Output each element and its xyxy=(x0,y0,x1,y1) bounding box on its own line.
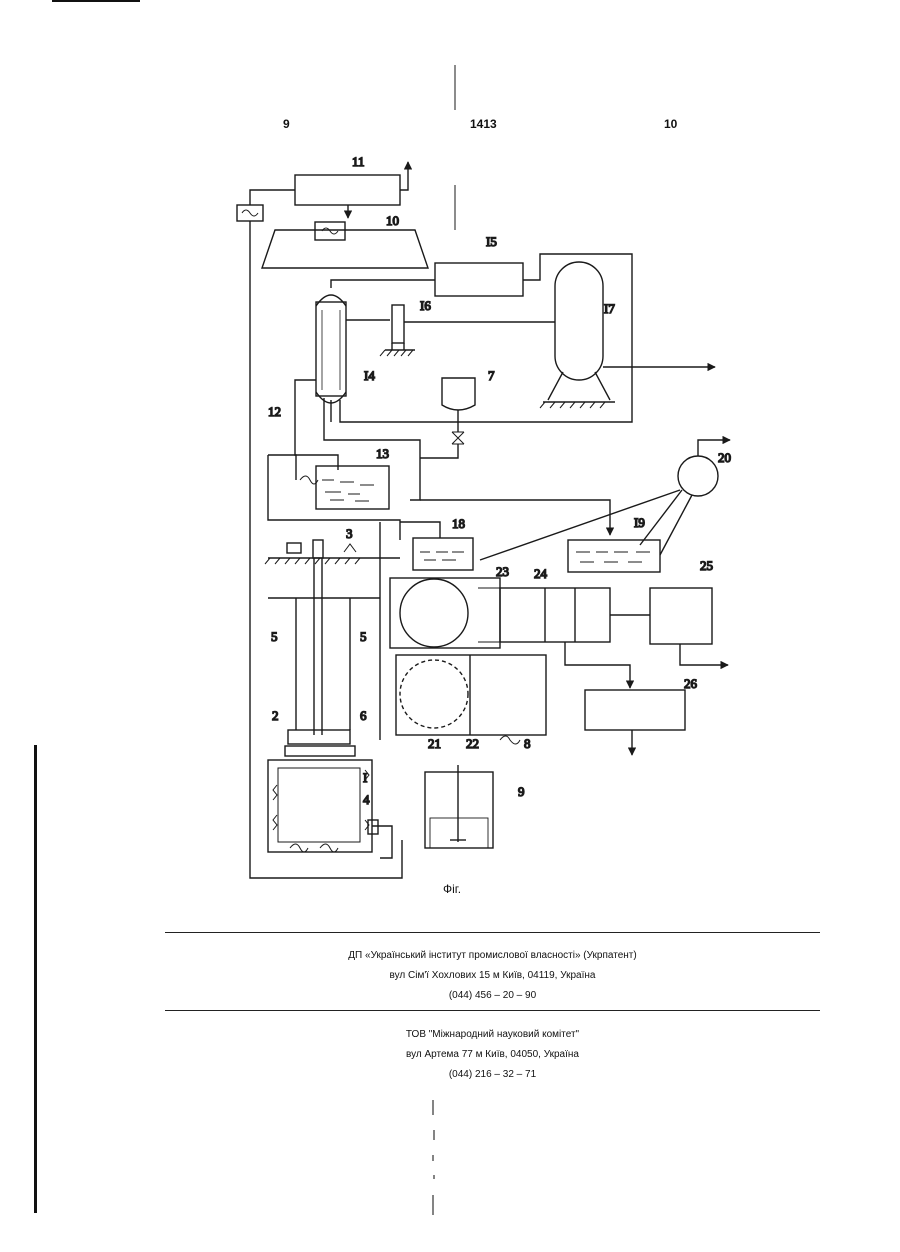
coil-13 xyxy=(300,476,318,484)
line-11-left xyxy=(250,190,295,205)
motor xyxy=(287,543,301,553)
outlet-25 xyxy=(680,644,728,665)
publisher-address: вул Сім'ї Хохлових 15 м Київ, 04119, Укр… xyxy=(165,966,820,986)
line-14-15 xyxy=(331,280,435,288)
unit-20 xyxy=(678,456,718,496)
scan-dots xyxy=(425,1095,445,1225)
divider-middle xyxy=(165,1010,820,1011)
label-7: 7 xyxy=(488,368,495,383)
label-I: I xyxy=(363,770,367,785)
unit-18 xyxy=(413,538,473,570)
unit-14 xyxy=(316,302,346,396)
label-3: 3 xyxy=(346,526,353,541)
unit-3 xyxy=(313,540,323,558)
unit-7 xyxy=(442,378,475,410)
label-22: 22 xyxy=(466,736,479,751)
label-23: 23 xyxy=(496,564,509,579)
label-25: 25 xyxy=(700,558,713,573)
valve-4 xyxy=(372,826,392,858)
unit-8 xyxy=(500,736,520,744)
printer-address: вул Артема 77 м Київ, 04050, Україна xyxy=(165,1045,820,1065)
unit-11 xyxy=(295,175,400,205)
label-12: 12 xyxy=(268,404,281,419)
label-6: 6 xyxy=(360,708,367,723)
publisher-phone: (044) 456 – 20 – 90 xyxy=(165,986,820,1006)
printer-block: ТОВ "Міжнародний науковий комітет" вул А… xyxy=(165,1025,820,1085)
label-2: 2 xyxy=(272,708,279,723)
printer-phone: (044) 216 – 32 – 71 xyxy=(165,1065,820,1085)
unit-17 xyxy=(555,262,603,380)
label-5b: 5 xyxy=(360,629,367,644)
label-4: 4 xyxy=(363,792,370,807)
label-8: 8 xyxy=(524,736,531,751)
unit-2 xyxy=(288,730,350,744)
drum-21 xyxy=(400,660,468,728)
unit-16 xyxy=(392,305,404,343)
line-15-17 xyxy=(340,254,632,422)
divider-top xyxy=(165,932,820,933)
label-14: I4 xyxy=(364,368,375,383)
drum-23 xyxy=(400,579,468,647)
label-20: 20 xyxy=(718,450,731,465)
unit-19 xyxy=(568,540,660,572)
label-15: I5 xyxy=(486,234,497,249)
unit-21 xyxy=(396,655,546,735)
label-26: 26 xyxy=(684,676,698,691)
label-9: 9 xyxy=(518,784,525,799)
unit-4 xyxy=(268,760,372,852)
label-21: 21 xyxy=(428,736,441,751)
unit-24 xyxy=(500,588,610,642)
label-13: 13 xyxy=(376,446,389,461)
process-diagram: 11 10 I5 I6 I7 I4 12 7 13 20 18 I9 3 23 … xyxy=(0,0,900,900)
label-11: 11 xyxy=(352,154,365,169)
unit-6 xyxy=(285,746,355,756)
label-10: 10 xyxy=(386,213,399,228)
unit-25 xyxy=(650,588,712,644)
unit-15 xyxy=(435,263,523,296)
fan-symbol xyxy=(322,228,338,234)
valve xyxy=(452,432,464,444)
flow-meter-symbol xyxy=(242,210,258,216)
outlet-11 xyxy=(400,162,408,190)
unit-9 xyxy=(425,772,493,848)
line-13-left xyxy=(268,455,296,480)
unit-26 xyxy=(585,690,685,730)
label-18: 18 xyxy=(452,516,465,531)
label-19: I9 xyxy=(634,515,645,530)
printer-name: ТОВ "Міжнародний науковий комітет" xyxy=(165,1025,820,1045)
publisher-name: ДП «Український інститут промислової вла… xyxy=(165,946,820,966)
unit-13 xyxy=(316,466,389,509)
publisher-block: ДП «Український інститут промислової вла… xyxy=(165,946,820,1006)
label-17: I7 xyxy=(604,301,615,316)
label-16: I6 xyxy=(420,298,431,313)
label-5a: 5 xyxy=(271,629,278,644)
unit-17-legs xyxy=(548,372,610,400)
figure-caption: Фіг. xyxy=(443,882,461,896)
label-24: 24 xyxy=(534,566,548,581)
unit-16-support xyxy=(385,343,415,350)
unit-14-top xyxy=(316,295,346,306)
